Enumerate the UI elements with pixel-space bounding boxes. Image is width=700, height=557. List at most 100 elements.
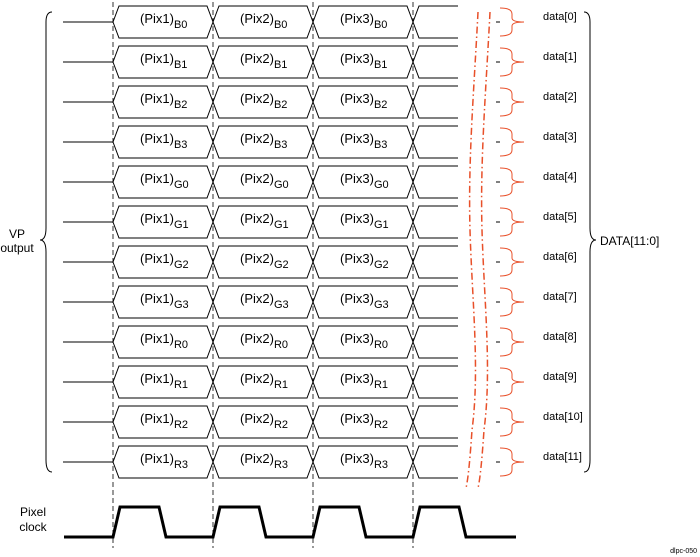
cell-label: (Pix2)G2 [240,251,289,271]
pixel-name: (Pix2) [240,211,274,226]
cell-label: (Pix3)G3 [340,291,389,311]
bit-subscript: G2 [274,259,289,271]
bit-subscript: B2 [374,99,387,111]
cell-label: (Pix1)G2 [140,251,189,271]
vp-output-label-line2: output [0,241,34,255]
cell-label: (Pix1)B0 [140,11,187,31]
bit-subscript: B0 [174,19,187,31]
pixel-clock-label-line2: clock [19,520,47,534]
cell-label: (Pix2)B1 [240,51,287,71]
cell-label: (Pix1)R0 [140,331,188,351]
bus-row-outline [112,365,458,399]
bit-subscript: R0 [174,339,188,351]
data-line-brace [499,367,525,397]
pixel-name: (Pix3) [340,91,374,106]
bus-row-outline [112,285,458,319]
signal-lines [63,2,500,548]
cell-label: (Pix2)G3 [240,291,289,311]
data-cells: (Pix1)B0(Pix2)B0(Pix3)B0(Pix1)B1(Pix2)B1… [140,11,389,471]
bit-subscript: G3 [174,299,189,311]
pixel-name: (Pix2) [240,451,274,466]
data-line-label: data[8] [543,331,577,343]
cell-label: (Pix2)R0 [240,331,288,351]
pixel-name: (Pix3) [340,211,374,226]
data-line-brace [499,167,525,197]
cell-label: (Pix3)G1 [340,211,389,231]
bit-subscript: R2 [374,419,388,431]
pixel-name: (Pix2) [240,91,274,106]
pixel-name: (Pix3) [340,171,374,186]
bit-subscript: G2 [174,259,189,271]
bit-subscript: G2 [374,259,389,271]
cell-label: (Pix2)B0 [240,11,287,31]
cell-label: (Pix3)G2 [340,251,389,271]
vp-output-label-line1: VP [9,227,25,241]
cell-label: (Pix1)B1 [140,51,187,71]
bit-subscript: B1 [174,59,187,71]
bit-subscript: B1 [274,59,287,71]
pixel-name: (Pix2) [240,171,274,186]
data-line-brace [499,247,525,277]
bit-subscript: G1 [174,219,189,231]
data-line-label: data[11] [543,451,582,463]
cell-label: (Pix3)G0 [340,171,389,191]
data-line-label: data[5] [543,211,577,223]
cell-label: (Pix1)R2 [140,411,188,431]
bit-subscript: B3 [174,139,187,151]
pixel-name: (Pix2) [240,291,274,306]
pixel-name: (Pix2) [240,131,274,146]
vp-output-brace [39,11,53,473]
data-bus-label: DATA[11:0] [600,234,659,248]
data-bus-brace [583,11,597,473]
pixel-clock-label-line1: Pixel [20,505,46,519]
data-line-label: data[9] [543,371,577,383]
pixel-name: (Pix2) [240,331,274,346]
bit-subscript: G3 [274,299,289,311]
pixel-name: (Pix3) [340,331,374,346]
bit-subscript: B2 [274,99,287,111]
bit-subscript: R3 [174,459,188,471]
cell-label: (Pix2)R2 [240,411,288,431]
pixel-name: (Pix3) [340,411,374,426]
bus-row-outline [112,45,458,79]
data-line-brace [499,287,525,317]
data-line-brace [499,127,525,157]
cell-label: (Pix2)G1 [240,211,289,231]
pixel-name: (Pix1) [140,251,174,266]
data-line-label: data[2] [543,91,577,103]
pixel-name: (Pix1) [140,91,174,106]
bit-subscript: G0 [374,179,389,191]
bus-row-outline [112,405,458,439]
pixel-name: (Pix3) [340,51,374,66]
data-line-brace [499,407,525,437]
bit-subscript: G0 [274,179,289,191]
bus-row-outline [112,325,458,359]
cell-label: (Pix3)B3 [340,131,387,151]
bus-row-outline [112,165,458,199]
bit-subscript: G3 [374,299,389,311]
bit-subscript: R1 [274,379,288,391]
pixel-name: (Pix1) [140,331,174,346]
bus-row-outline [112,125,458,159]
pixel-name: (Pix2) [240,251,274,266]
cell-label: (Pix1)R3 [140,451,188,471]
data-line-brace [499,447,525,477]
cell-label: (Pix1)G3 [140,291,189,311]
bit-subscript: R3 [274,459,288,471]
break-mark-left [465,11,479,489]
cell-label: (Pix2)B3 [240,131,287,151]
pixel-name: (Pix3) [340,451,374,466]
pixel-clock-waveform [64,505,516,539]
cell-label: (Pix3)B2 [340,91,387,111]
cell-label: (Pix3)R0 [340,331,388,351]
bit-subscript: R3 [374,459,388,471]
cell-label: (Pix3)R3 [340,451,388,471]
data-line-braces: data[0]data[1]data[2]data[3]data[4]data[… [499,7,583,477]
cell-label: (Pix1)B3 [140,131,187,151]
pixel-name: (Pix3) [340,371,374,386]
data-line-brace [499,327,525,357]
break-mark-right [477,11,491,489]
cell-label: (Pix3)B1 [340,51,387,71]
pixel-name: (Pix1) [140,371,174,386]
bit-subscript: B0 [374,19,387,31]
